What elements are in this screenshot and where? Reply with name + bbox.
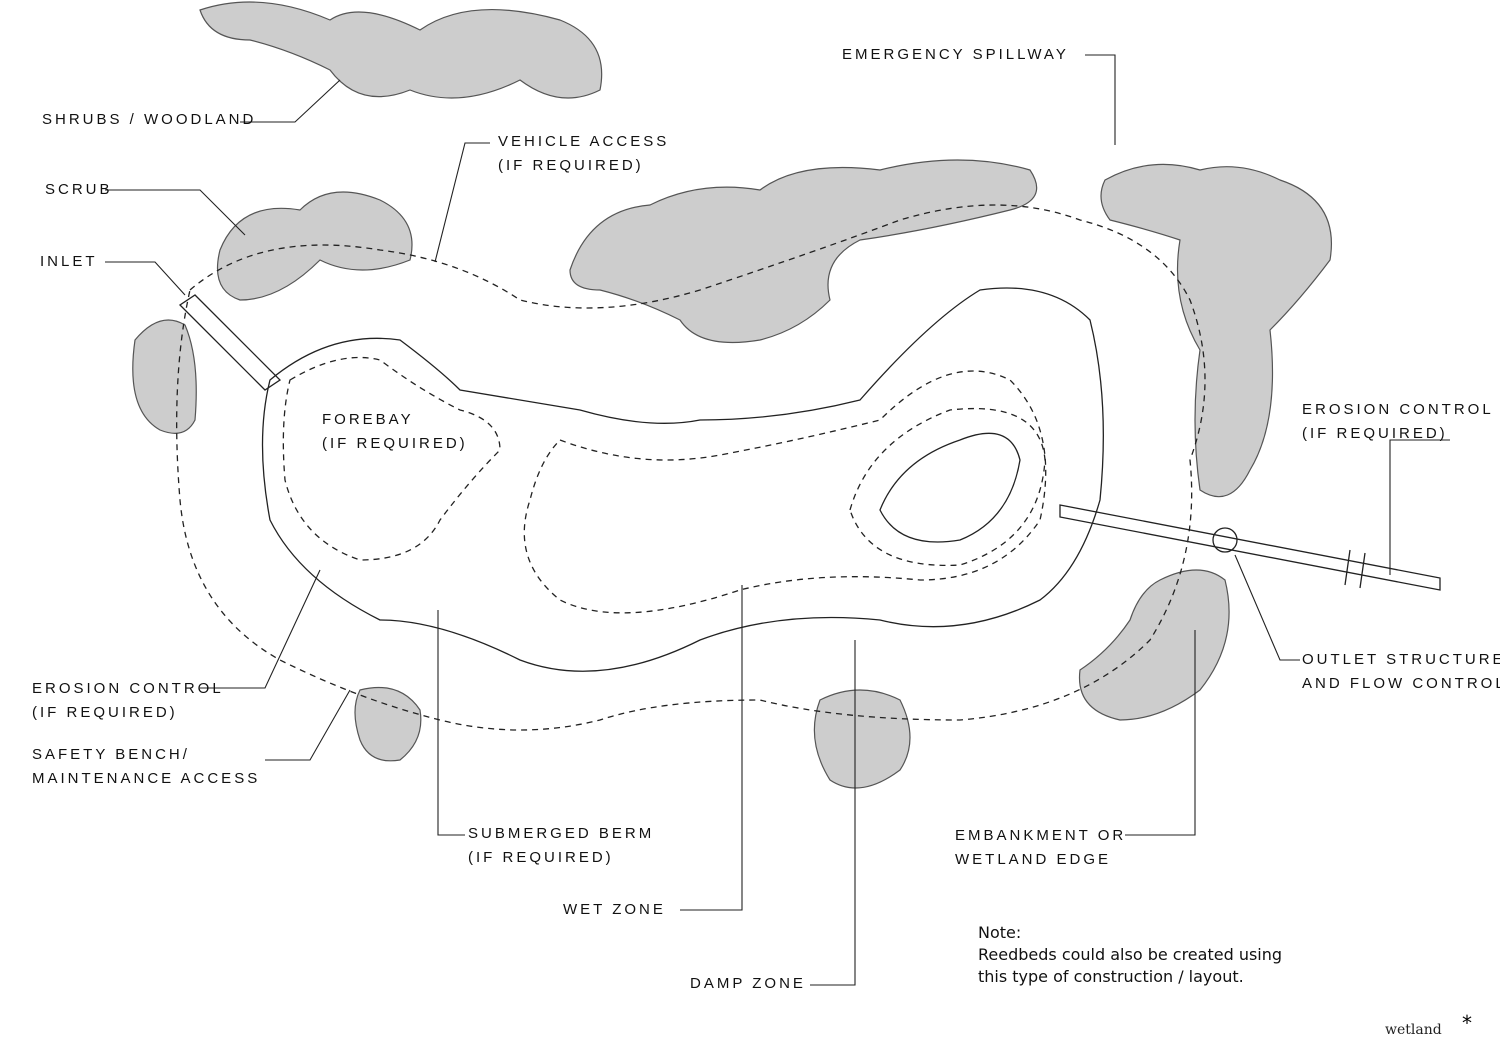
label-vehicle-access: VEHICLE ACCESS (IF REQUIRED) [498,133,670,174]
label-forebay: FOREBAY (IF REQUIRED) [322,411,468,452]
label-inlet: INLET [40,253,98,270]
label-erosion-control-left: EROSION CONTROL (IF REQUIRED) [32,680,224,721]
label-outlet-structure: OUTLET STRUCTURE AND FLOW CONTROL [1302,651,1500,692]
note-text: Reedbeds could also be created using thi… [978,945,1283,986]
sketch-title: wetland [1385,1022,1442,1038]
label-shrubs-woodland: SHRUBS / WOODLAND [42,111,257,128]
label-embankment: EMBANKMENT OR WETLAND EDGE [955,827,1127,868]
note-heading: Note: [978,923,1022,942]
label-wet-zone: WET ZONE [563,901,666,918]
leader-lines [105,54,1450,986]
label-erosion-control-right: EROSION CONTROL (IF REQUIRED) [1302,401,1494,442]
label-scrub: SCRUB [45,181,113,198]
asterisk-mark: * [1462,1011,1472,1035]
label-emergency-spillway: EMERGENCY SPILLWAY [842,46,1069,63]
label-damp-zone: DAMP ZONE [690,975,806,992]
tree-canopies [132,1,1332,789]
pond-outlines [176,204,1441,731]
label-safety-bench: SAFETY BENCH/ MAINTENANCE ACCESS [32,746,261,787]
label-submerged-berm: SUBMERGED BERM (IF REQUIRED) [468,825,655,866]
